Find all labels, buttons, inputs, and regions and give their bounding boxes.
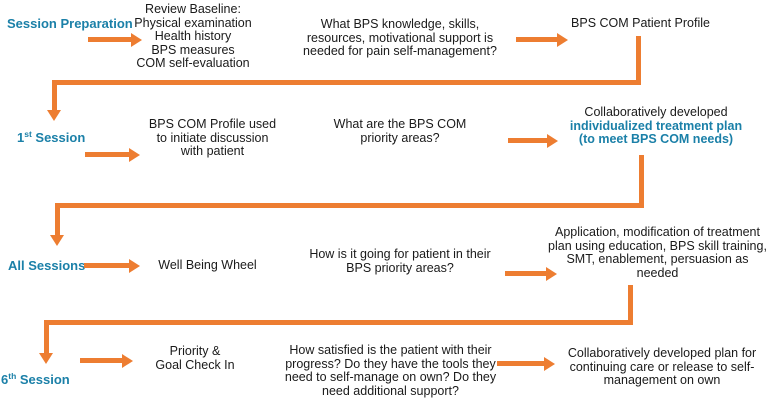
row2-stage-label-word: Session [31, 130, 86, 145]
connector2-horizontal [55, 203, 644, 208]
row1-stage-label: Session Preparation [7, 16, 133, 31]
connector1-horizontal [52, 80, 641, 85]
row2-stage-label-ordinal: st [24, 129, 32, 139]
row4-tool-text: Priority & Goal Check In [155, 344, 235, 372]
connector1-vertical-right [636, 36, 641, 85]
row4-stage-label-ordinal: th [8, 371, 17, 381]
connector3-horizontal [44, 320, 633, 325]
row4-stage-label-word: Session [16, 372, 70, 387]
row4-stage-label-number: 6 [1, 372, 9, 387]
row3-stage-label: All Sessions [8, 258, 86, 273]
row4-stage-arrow-icon [80, 353, 133, 368]
row1-outcome-text: BPS COM Patient Profile [571, 16, 710, 30]
row2-stage-label: 1st Session [17, 129, 86, 145]
row2-outcome-highlight: individualized treatment plan (to meet B… [569, 118, 743, 147]
row1-outcome-arrow-icon [516, 32, 568, 47]
row2-tool-text: BPS COM Profile used to initiate discuss… [148, 117, 277, 159]
connector2-vertical-right [639, 155, 644, 208]
connector2-vertical-left [55, 203, 60, 236]
row3-stage-arrow-icon [84, 258, 140, 273]
connector3-vertical-right [628, 285, 633, 325]
connector3-vertical-left [44, 320, 49, 354]
row4-outcome-arrow-icon [497, 356, 555, 371]
row1-baseline-text: Review Baseline: Physical examination He… [134, 2, 252, 71]
row3-outcome-arrow-icon [505, 266, 557, 281]
connector1-vertical-left [52, 80, 57, 111]
row4-stage-label: 6th Session [1, 371, 70, 387]
connector3-down-arrowhead-icon [39, 353, 53, 364]
row2-question-text: What are the BPS COM priority areas? [333, 117, 467, 145]
row3-question-text: How is it going for patient in their BPS… [309, 247, 491, 275]
row1-stage-arrow-icon [88, 32, 142, 47]
row4-outcome-text: Collaboratively developed plan for conti… [567, 346, 757, 388]
row2-stage-arrow-icon [85, 147, 140, 162]
row2-stage-label-number: 1 [17, 130, 25, 145]
row4-question-text: How satisfied is the patient with their … [284, 343, 497, 398]
row3-outcome-text: Application, modification of treatment p… [548, 225, 767, 280]
connector2-down-arrowhead-icon [50, 235, 64, 246]
row3-tool-text: Well Being Wheel [158, 258, 257, 272]
row2-outcome-arrow-icon [508, 133, 558, 148]
row1-question-text: What BPS knowledge, skills, resources, m… [303, 17, 497, 59]
row2-outcome-intro: Collaboratively developed [584, 105, 728, 119]
connector1-down-arrowhead-icon [47, 110, 61, 121]
